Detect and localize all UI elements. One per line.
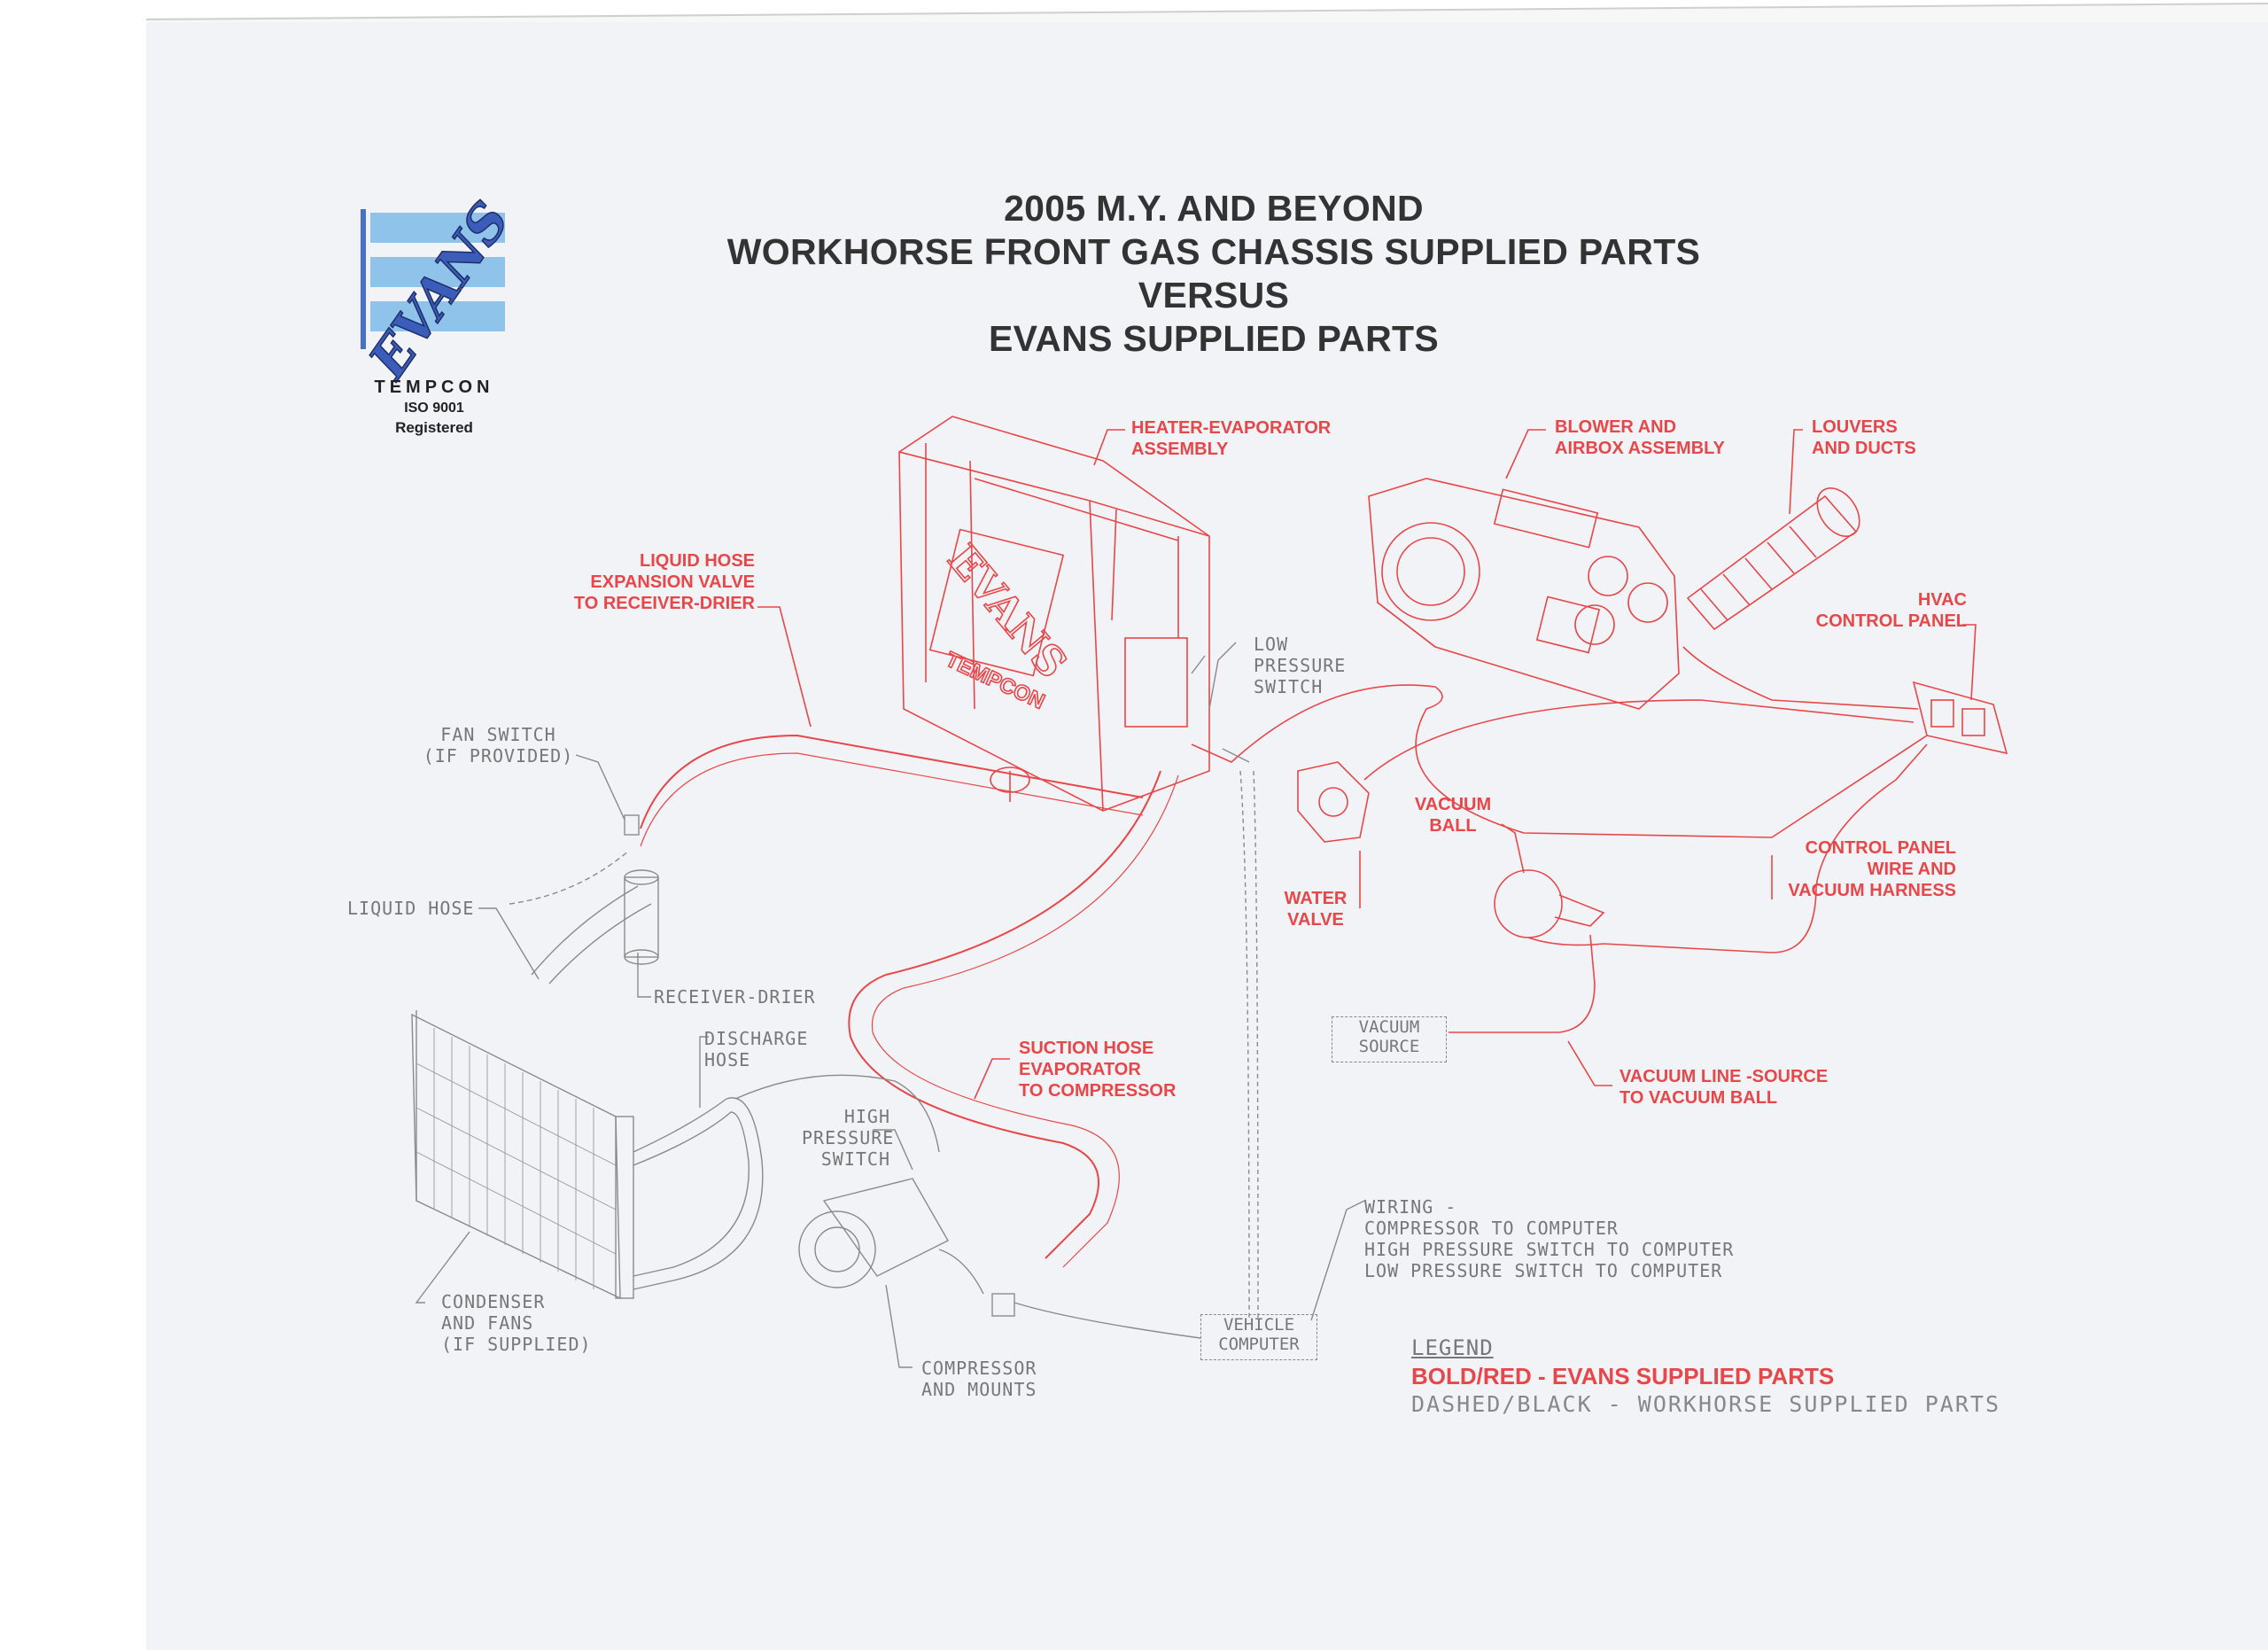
compressor-icon	[798, 1178, 1015, 1317]
label-liquid-hose: LIQUID HOSE	[347, 898, 475, 919]
logo-cert: ISO 9001	[404, 401, 464, 416]
legend-title: LEGEND	[1411, 1335, 1494, 1360]
title-line-1: 2005 M.Y. AND BEYOND	[1004, 188, 1424, 229]
legend-black: DASHED/BLACK - WORKHORSE SUPPLIED PARTS	[1411, 1391, 2000, 1417]
workhorse-parts-black	[411, 642, 1365, 1368]
title-line-4: EVANS SUPPLIED PARTS	[989, 318, 1439, 359]
hvac-control-panel-icon	[1912, 681, 2008, 755]
receiver-drier-icon	[624, 814, 659, 965]
title-line-3: VERSUS	[1138, 275, 1290, 315]
water-valve-icon	[1297, 761, 1370, 843]
heater-evaporator-icon: EVANS TEMPCON	[898, 416, 1210, 812]
label-fan-switch: FAN SWITCH(IF PROVIDED)	[423, 724, 574, 767]
blower-airbox-icon	[1368, 478, 1680, 710]
title-line-2: WORKHORSE FRONT GAS CHASSIS SUPPLIED PAR…	[726, 231, 1701, 272]
condenser-icon	[411, 1010, 634, 1300]
label-receiver-drier: RECEIVER-DRIER	[654, 986, 816, 1008]
logo-registered: Registered	[395, 419, 473, 436]
louvers-ducts-icon	[1686, 487, 1860, 631]
vacuum-ball-icon	[1494, 869, 1605, 938]
logo-company: TEMPCON	[374, 377, 494, 397]
legend-red: BOLD/RED - EVANS SUPPLIED PARTS	[1411, 1363, 1835, 1389]
paper-sheet	[146, 22, 2268, 1650]
